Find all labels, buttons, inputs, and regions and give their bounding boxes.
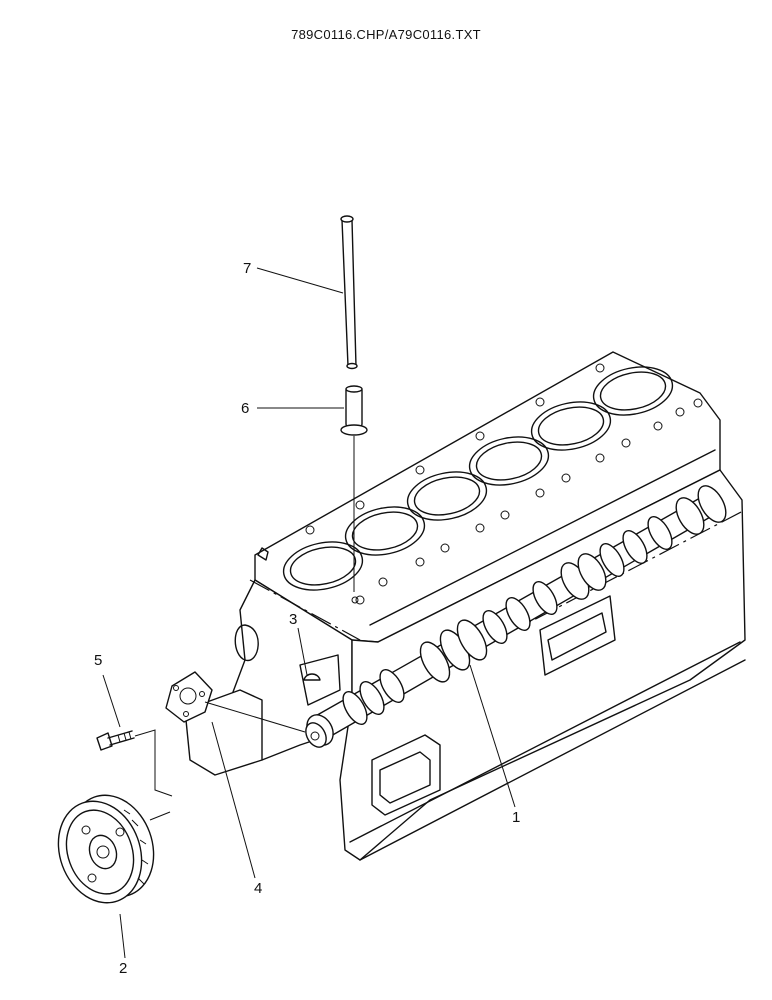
engine-block: [184, 351, 746, 861]
cylinder-bores: [282, 366, 674, 591]
thrust-plate: [165, 671, 213, 723]
assembly-lines: [134, 436, 355, 821]
callout-1: 1: [512, 809, 520, 826]
woodruff-key: [303, 673, 321, 681]
tappet: [340, 385, 368, 436]
callout-6: 6: [241, 400, 249, 417]
file-reference-title: 789C0116.CHP/A79C0116.TXT: [291, 27, 481, 42]
head-bolt-holes: [305, 363, 703, 605]
callout-5: 5: [94, 652, 102, 669]
push-rod: [340, 215, 358, 370]
callout-4: 4: [254, 880, 262, 897]
leader-lines: [102, 267, 516, 959]
callout-7: 7: [243, 260, 251, 277]
callout-3: 3: [289, 611, 297, 628]
camshaft-gear: [57, 794, 155, 904]
camshaft: [305, 485, 727, 748]
callout-2: 2: [119, 960, 127, 977]
bolt: [96, 730, 135, 751]
